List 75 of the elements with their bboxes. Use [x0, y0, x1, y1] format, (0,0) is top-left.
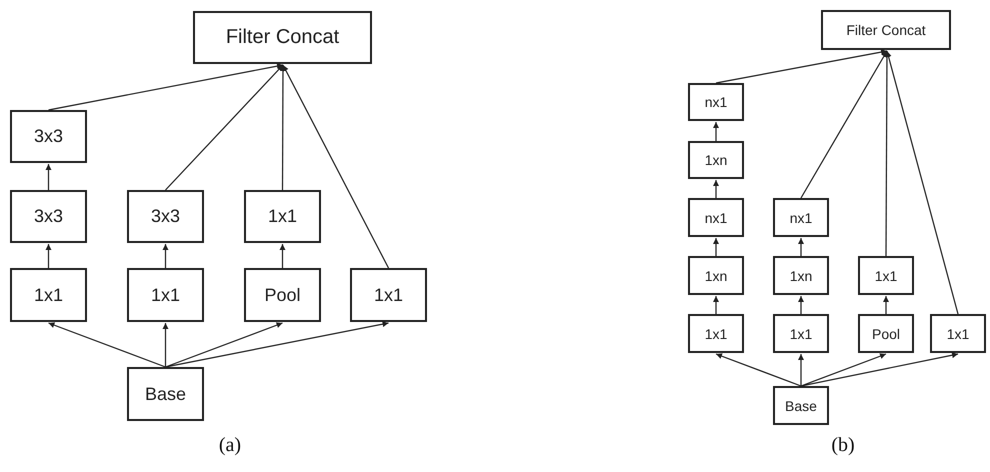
layer-label: nx1	[790, 210, 812, 226]
arrow	[713, 122, 719, 141]
arrow	[48, 322, 166, 368]
arrow	[280, 244, 286, 268]
arrow	[798, 354, 804, 386]
layer-box	[688, 314, 744, 353]
arrow	[165, 64, 284, 190]
layer-label: 1xn	[704, 268, 728, 284]
layer-label: 1xn	[790, 268, 812, 284]
layer-label: 1x1	[790, 326, 812, 342]
arrow	[713, 180, 719, 198]
layer-label: 1x1	[150, 284, 180, 306]
arrow	[800, 50, 888, 198]
layer-box	[688, 83, 744, 121]
layer-label: Pool	[264, 284, 301, 306]
layer-label: 1xn	[704, 152, 728, 168]
layer-label: Base	[144, 384, 186, 404]
layer-label: 3x3	[150, 206, 180, 227]
layer-label: nx1	[704, 210, 728, 226]
layer-box	[244, 268, 321, 322]
layer-box	[350, 268, 427, 322]
layer-box	[688, 198, 744, 237]
layer-label: 3x3	[34, 206, 64, 227]
layer-box	[773, 386, 829, 425]
arrow	[46, 164, 52, 190]
arrow	[713, 296, 719, 314]
layer-label: Filter Concat	[226, 26, 340, 49]
layer-label: 1x1	[946, 326, 970, 342]
layer-box	[858, 256, 914, 295]
layer-label: 1x1	[268, 206, 298, 227]
arrow	[798, 296, 804, 314]
layer-box	[244, 190, 321, 243]
arrow	[46, 244, 52, 268]
arrow	[165, 321, 389, 368]
layer-label: 3x3	[34, 126, 64, 147]
layer-box	[127, 268, 204, 322]
arrow	[800, 353, 886, 387]
layer-box	[10, 110, 87, 163]
layer-box	[858, 314, 914, 353]
layer-label: 1x1	[374, 284, 404, 306]
panel-caption: (a)	[218, 434, 242, 457]
layer-label: 1x1	[34, 284, 64, 306]
layer-box	[821, 10, 951, 50]
arrow	[282, 64, 390, 268]
arrow	[162, 244, 168, 268]
arrow	[798, 238, 804, 256]
arrow	[886, 50, 959, 314]
layer-box	[10, 268, 87, 322]
layer-label: Filter Concat	[846, 22, 926, 38]
layer-box	[773, 198, 829, 237]
layer-box	[10, 190, 87, 243]
arrow	[716, 49, 888, 84]
arrow	[280, 65, 286, 190]
arrow	[165, 322, 283, 368]
layer-label: 1x1	[874, 268, 898, 284]
layer-box	[930, 314, 986, 353]
layer-box	[127, 367, 204, 421]
layer-label: nx1	[704, 94, 728, 110]
arrow	[162, 323, 168, 367]
layer-label: Base	[785, 398, 817, 414]
layer-box	[773, 314, 829, 353]
arrow	[800, 352, 958, 387]
layer-box	[688, 141, 744, 179]
layer-box	[688, 256, 744, 295]
layer-label: Pool	[872, 326, 900, 342]
layer-box	[773, 256, 829, 295]
arrow	[48, 63, 284, 111]
panel-caption: (b)	[831, 434, 855, 457]
layer-box	[127, 190, 204, 243]
layer-box	[193, 11, 372, 64]
layer-label: 1x1	[704, 326, 728, 342]
arrow	[884, 51, 890, 256]
arrow	[883, 296, 889, 314]
arrow	[716, 353, 802, 387]
arrow	[713, 238, 719, 256]
